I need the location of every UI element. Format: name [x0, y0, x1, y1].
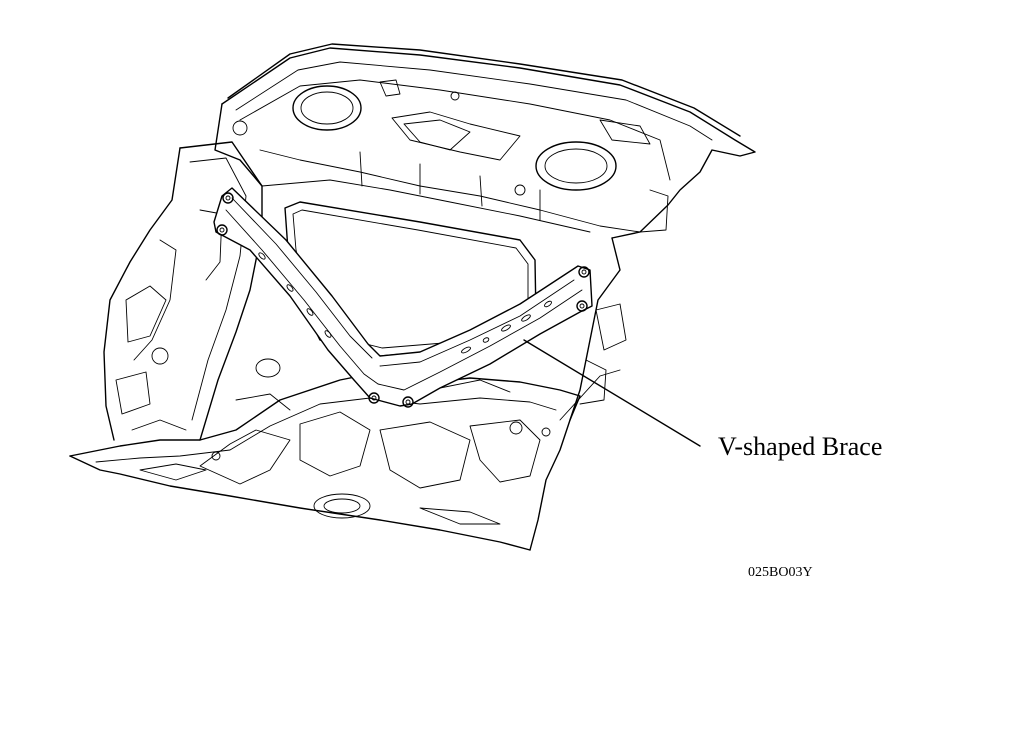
rear-package-tray	[214, 43, 756, 239]
callout-label: V-shaped Brace	[718, 432, 883, 461]
v-shaped-brace	[213, 187, 593, 408]
callout-leader-line	[523, 339, 701, 447]
figure-code: 025BO03Y	[748, 565, 813, 580]
left-quarter-inner	[103, 141, 263, 441]
trunk-floor-pan	[69, 358, 581, 551]
